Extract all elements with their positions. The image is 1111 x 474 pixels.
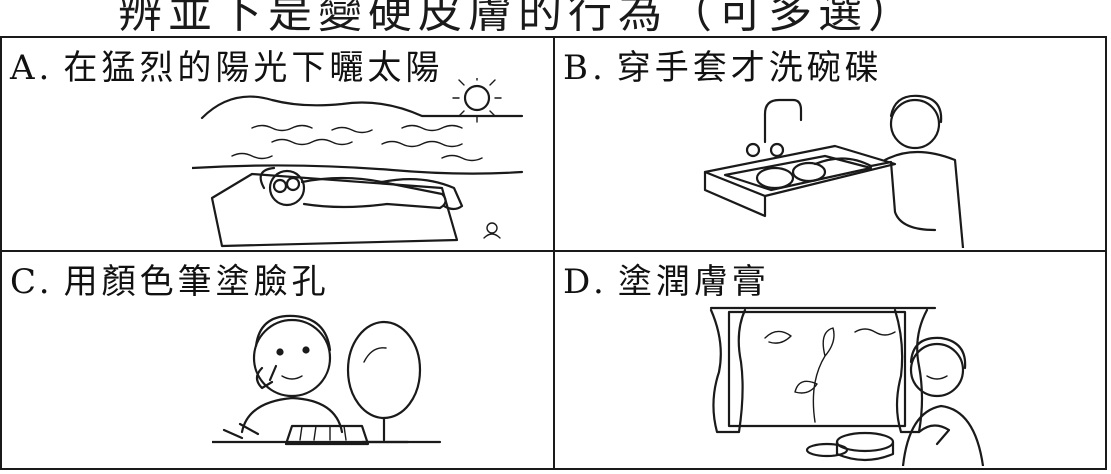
option-cell-d[interactable]: D.塗潤膚膏 — [555, 252, 1105, 468]
sunbathing-illustration — [192, 78, 524, 248]
question-header-strip: 辨並下是變硬皮膚的行為（可多選） — [0, 0, 1111, 36]
option-cell-b[interactable]: B.穿手套才洗碗碟 — [555, 38, 1105, 252]
option-text-c: 用顏色筆塗臉孔 — [63, 262, 330, 302]
face-painting-illustration — [212, 314, 442, 446]
option-cell-a[interactable]: A.在猛烈的陽光下曬太陽 — [2, 38, 555, 252]
option-label-c: C.用顏色筆塗臉孔 — [10, 254, 330, 303]
option-letter-a: A. — [10, 48, 54, 88]
option-label-d: D.塗潤膚膏 — [563, 254, 770, 303]
dishwashing-illustration — [703, 94, 965, 248]
options-table: A.在猛烈的陽光下曬太陽 B.穿手 — [0, 36, 1107, 470]
option-letter-d: D. — [563, 262, 608, 302]
option-letter-b: B. — [563, 48, 607, 88]
option-label-b: B.穿手套才洗碗碟 — [563, 40, 883, 89]
option-text-a: 在猛烈的陽光下曬太陽 — [63, 48, 444, 88]
option-cell-c[interactable]: C.用顏色筆塗臉孔 — [2, 252, 555, 468]
option-text-d: 塗潤膚膏 — [617, 262, 770, 302]
option-letter-c: C. — [10, 262, 54, 302]
option-text-b: 穿手套才洗碗碟 — [616, 48, 883, 88]
applying-lotion-illustration — [709, 306, 985, 466]
option-label-a: A.在猛烈的陽光下曬太陽 — [10, 40, 443, 89]
question-header-text: 辨並下是變硬皮膚的行為（可多選） — [118, 0, 918, 36]
